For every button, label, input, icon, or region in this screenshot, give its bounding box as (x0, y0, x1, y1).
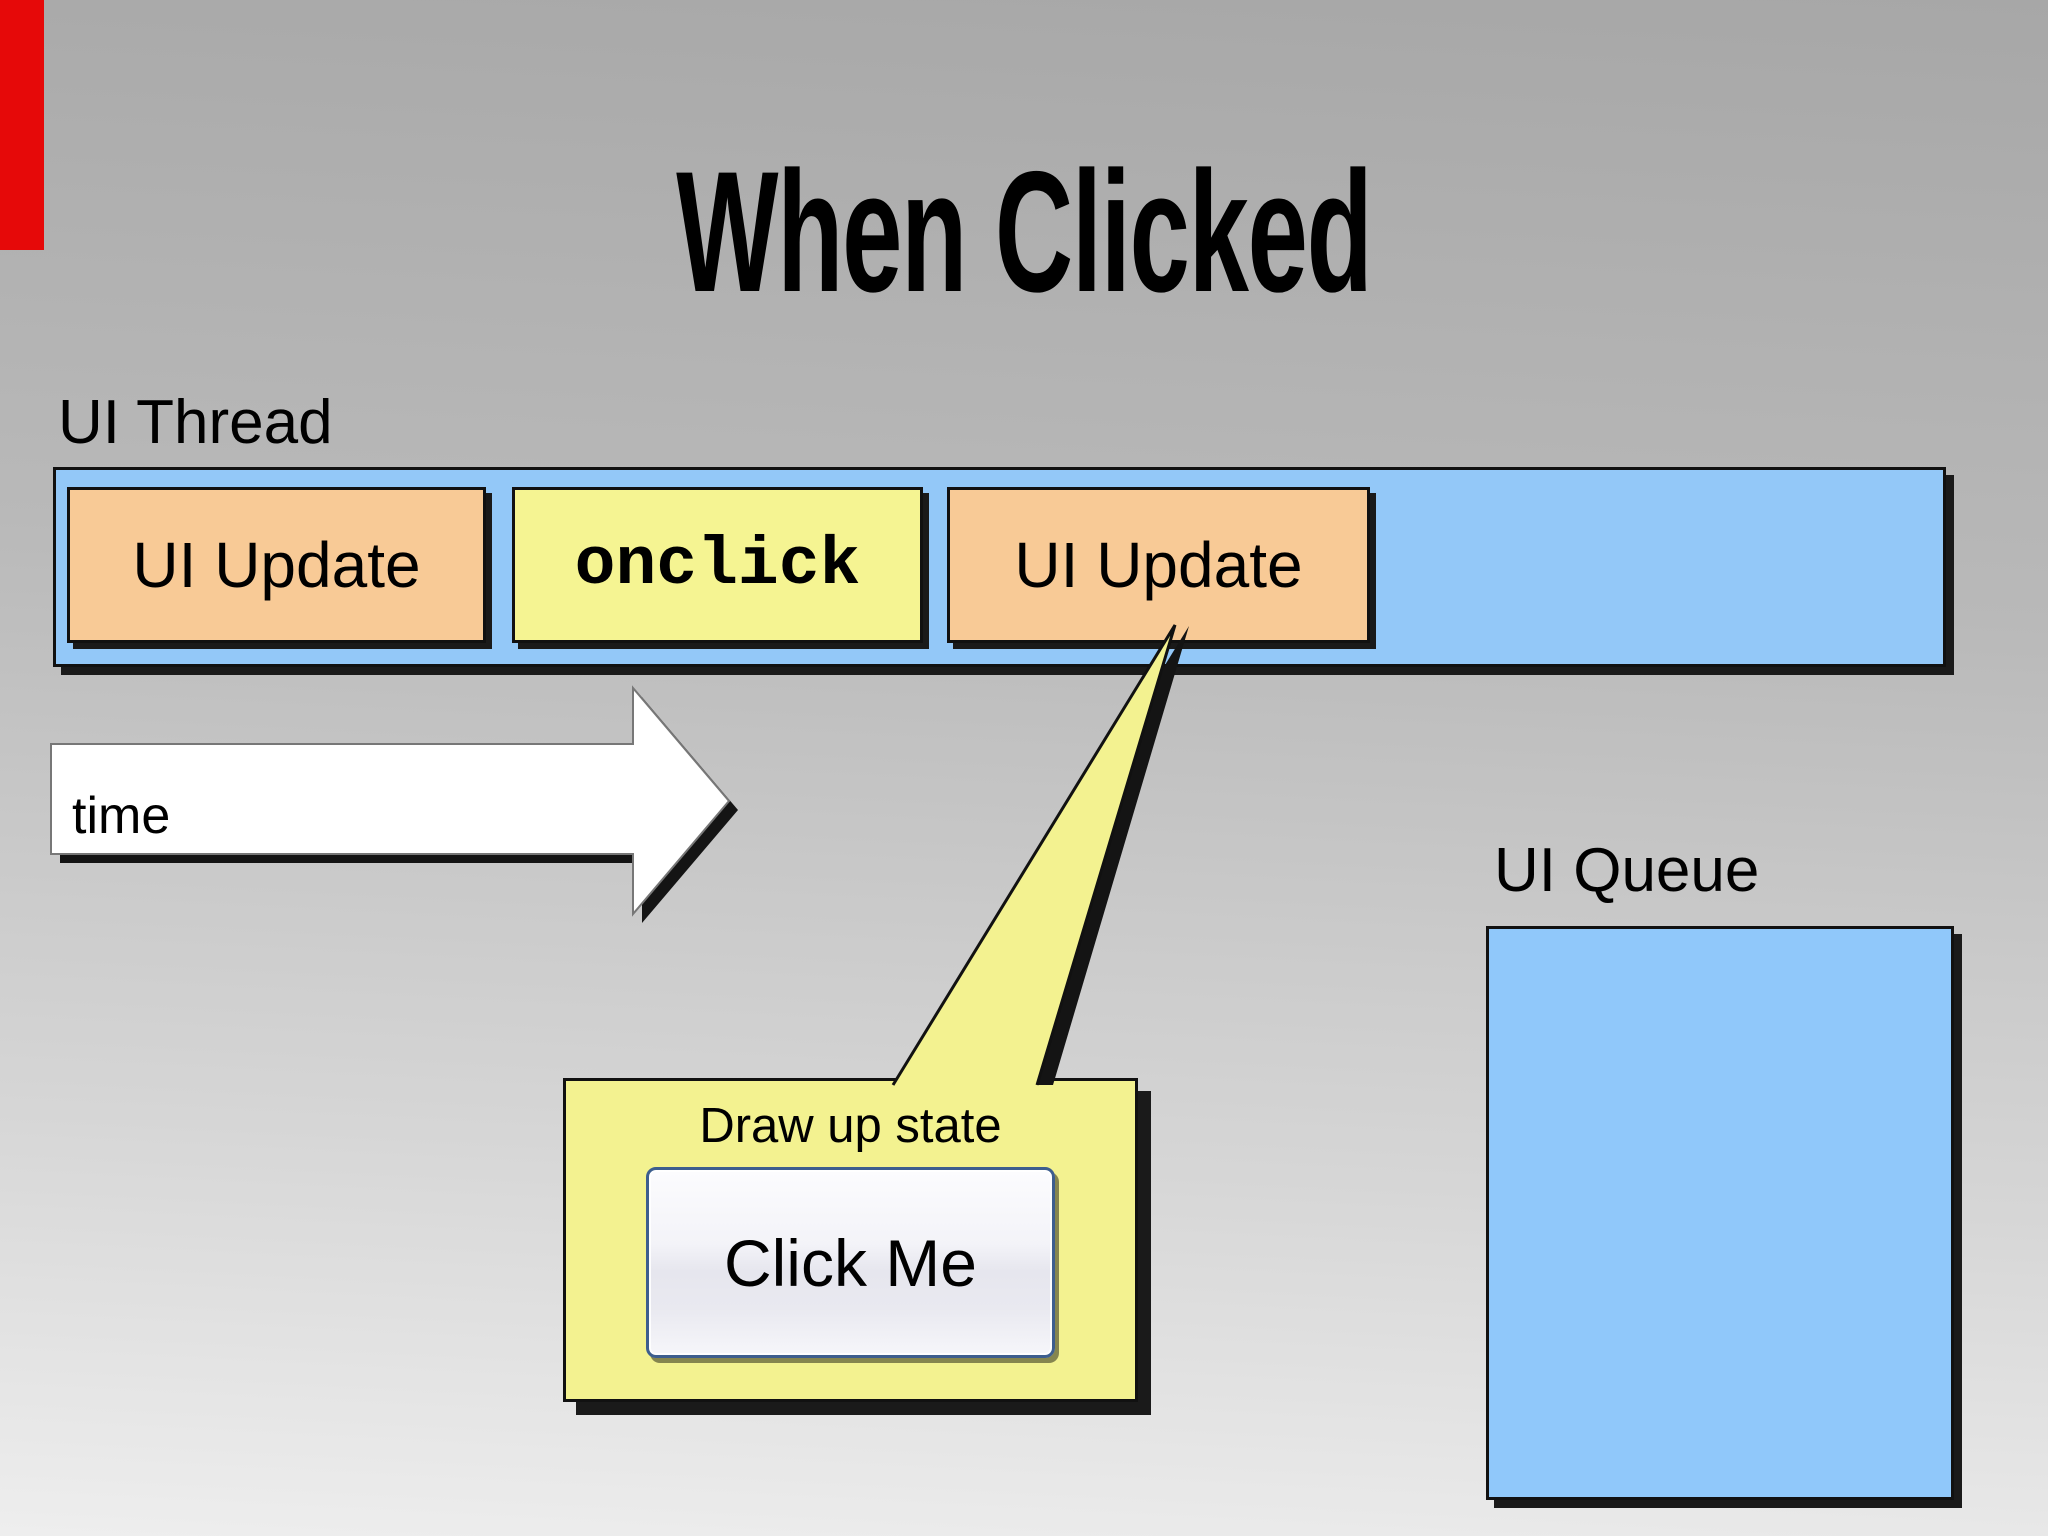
time-arrow (50, 685, 738, 923)
time-label: time (72, 787, 171, 845)
callout-caption: Draw up state (699, 1099, 1002, 1153)
ui-queue-label: UI Queue (1494, 836, 1760, 905)
ui-thread-label: UI Thread (58, 388, 333, 457)
slide-title-text: When Clicked (676, 136, 1373, 328)
callout-tail-shape (891, 624, 1177, 1086)
click-me-button-label: Click Me (723, 1225, 977, 1300)
callout-tail (891, 624, 1189, 1086)
slide-title: When Clicked (0, 146, 2048, 318)
click-me-button[interactable]: Click Me (646, 1167, 1055, 1358)
task-box-onclick: onclick (512, 487, 923, 643)
task-label: UI Update (132, 529, 421, 601)
task-box-ui-update-2: UI Update (947, 487, 1370, 643)
ui-queue-box (1486, 926, 1954, 1500)
task-label: UI Update (1014, 529, 1303, 601)
task-box-ui-update-1: UI Update (67, 487, 486, 643)
task-label: onclick (574, 526, 861, 604)
red-marker-bar (0, 0, 44, 250)
time-arrow-shape (50, 685, 731, 917)
ui-thread-bar: UI Update onclick UI Update (53, 467, 1946, 667)
